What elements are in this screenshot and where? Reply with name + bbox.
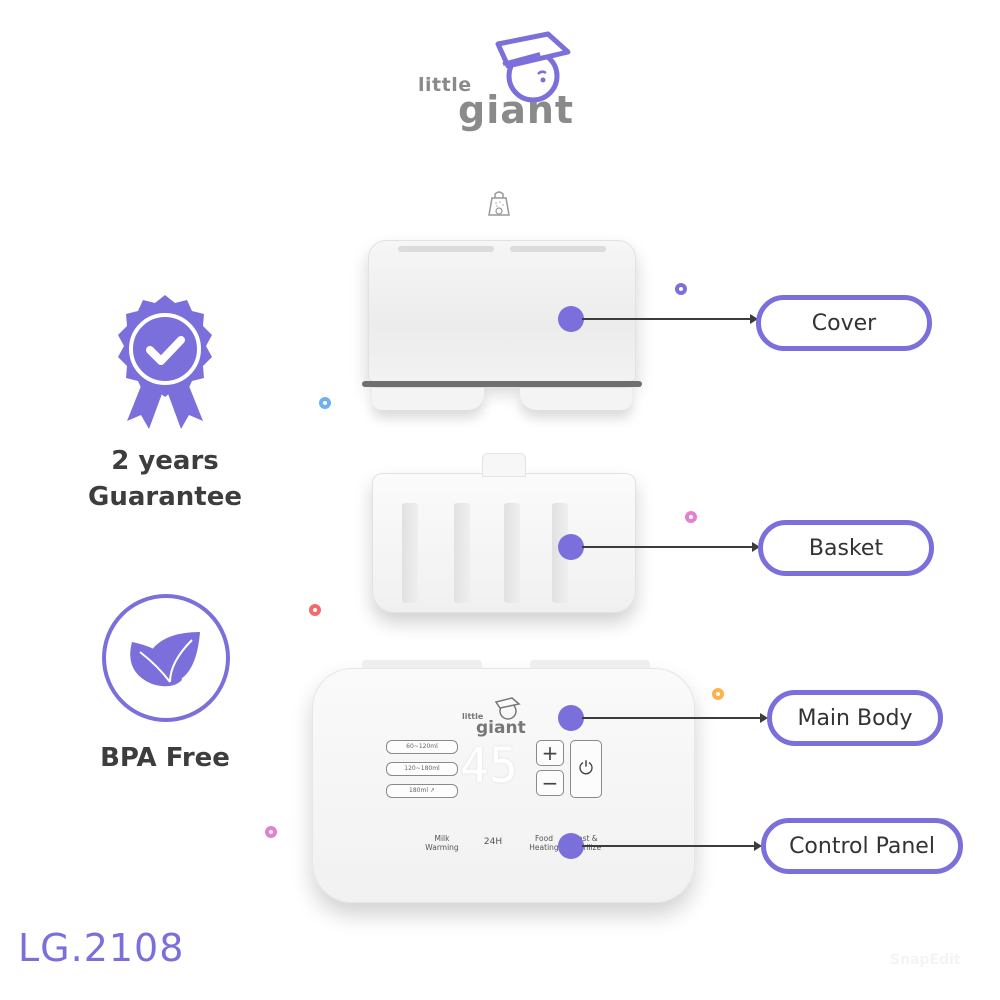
model-code: LG.2108	[18, 926, 185, 970]
mode-line: Fast &	[574, 834, 598, 843]
guarantee-label: 2 years Guarantee	[60, 443, 270, 515]
cover-leader-line	[582, 318, 752, 320]
basket-marker-dot	[558, 534, 584, 560]
preset-120-180ml-button[interactable]: 120~180ml	[386, 762, 458, 776]
decorative-ring-icon	[685, 511, 697, 523]
product-main-body: little giant 60~120ml 120~180ml 180ml ↗ …	[312, 660, 695, 903]
logo-text-giant: giant	[458, 88, 575, 132]
preset-60-120ml-button[interactable]: 60~120ml	[386, 740, 458, 754]
basket-leader-line	[582, 546, 754, 548]
cover-groove	[510, 246, 606, 252]
arrow-right-icon	[754, 841, 762, 851]
product-cover	[362, 240, 642, 410]
decorative-ring-icon	[675, 283, 687, 295]
panel-logo-giant: giant	[476, 718, 526, 738]
cover-marker-dot	[558, 306, 584, 332]
mode-line: Heating	[529, 843, 559, 852]
cover-foot	[372, 388, 484, 410]
brand-logo: little giant	[418, 26, 588, 136]
basket-slot	[402, 503, 418, 603]
preset-180ml-button[interactable]: 180ml ↗	[386, 784, 458, 798]
mode-milk-warming[interactable]: Milk Warming	[420, 834, 464, 852]
main-body-label[interactable]: Main Body	[767, 690, 943, 746]
cover-label[interactable]: Cover	[756, 295, 932, 351]
temperature-display: 45	[460, 738, 518, 794]
body-ridge	[530, 660, 650, 668]
basket-slot	[454, 503, 470, 603]
decorative-ring-icon	[309, 604, 321, 616]
watermark: SnapEdit	[890, 952, 961, 968]
logo-text-little: little	[418, 74, 472, 96]
leaf-circle-icon	[102, 594, 230, 722]
minus-button[interactable]: −	[536, 770, 564, 796]
mode-line: Sterilize	[570, 843, 602, 852]
arrow-right-icon	[760, 713, 768, 723]
product-basket	[372, 453, 636, 613]
arrow-right-icon	[752, 542, 760, 552]
bpa-free-label: BPA Free	[100, 743, 230, 773]
award-badge-check-icon	[118, 295, 212, 429]
boy-with-cap-icon	[494, 697, 521, 720]
mode-line: Food	[535, 834, 553, 843]
decorative-ring-icon	[712, 688, 724, 700]
cover-foot	[520, 388, 632, 410]
boy-with-cap-icon	[495, 31, 571, 103]
basket-label[interactable]: Basket	[758, 520, 934, 576]
cover-lip	[362, 381, 642, 387]
control-panel-leader-line	[582, 845, 756, 847]
bottle-warmer-icon	[488, 191, 510, 216]
control-panel-marker-dot	[558, 833, 584, 859]
basket-slot	[504, 503, 520, 603]
decorative-ring-icon	[319, 397, 331, 409]
basket-handle	[482, 453, 526, 477]
mode-food-heating[interactable]: Food Heating	[524, 834, 564, 852]
arrow-right-icon	[750, 314, 758, 324]
main-body-marker-dot	[558, 705, 584, 731]
mode-24h[interactable]: 24H	[483, 837, 503, 847]
plus-button[interactable]: +	[536, 740, 564, 766]
control-panel-label[interactable]: Control Panel	[761, 818, 963, 874]
cover-groove	[398, 246, 494, 252]
decorative-ring-icon	[265, 826, 277, 838]
guarantee-line-1: 2 years	[111, 446, 219, 476]
guarantee-line-2: Guarantee	[88, 482, 242, 512]
mode-fast-sterilize[interactable]: Fast & Sterilize	[564, 834, 608, 852]
mode-line: Warming	[425, 843, 459, 852]
main-body-leader-line	[582, 717, 762, 719]
body-ridge	[362, 660, 482, 668]
panel-logo-little: little	[462, 712, 484, 721]
power-icon[interactable]: ⏻	[570, 740, 602, 798]
mode-line: Milk	[434, 834, 450, 843]
